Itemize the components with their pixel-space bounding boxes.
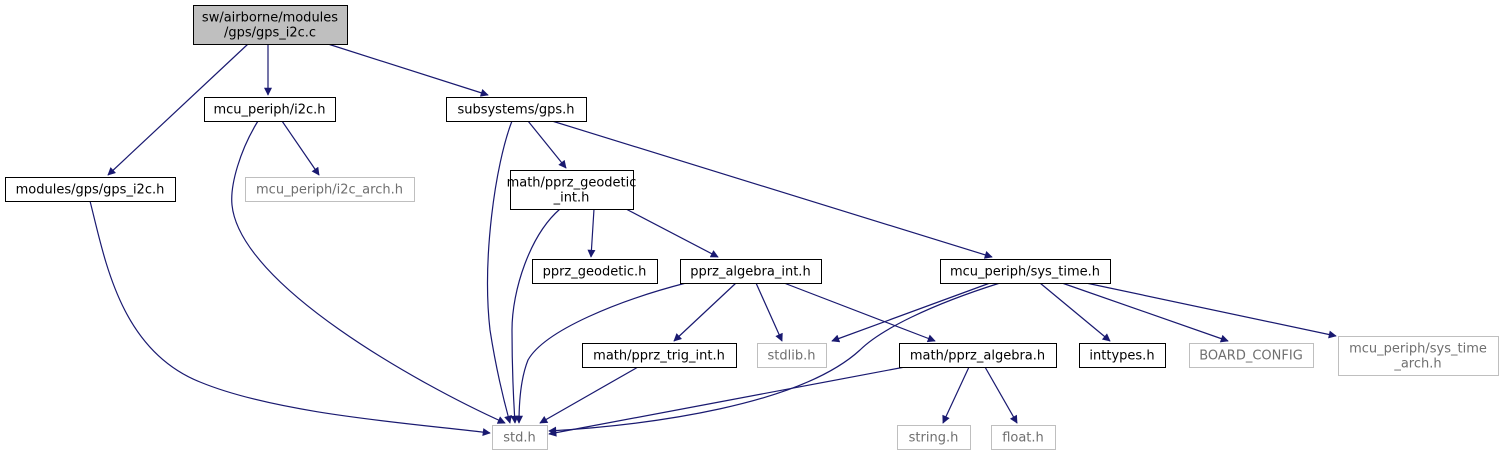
node-mod_gps_i2c[interactable]: modules/gps/gps_i2c.h [5,177,176,202]
node-sys_time[interactable]: mcu_periph/sys_time.h [940,259,1111,284]
node-box [204,97,336,122]
edge-algebra-to-float [984,366,1018,424]
node-stdlib: stdlib.h [757,343,827,368]
edge-subsys_gps-to-sys_time [551,120,993,259]
node-box [680,259,822,284]
node-box [940,259,1111,284]
edge-mcu_i2c-to-i2c_arch [281,120,320,176]
node-box [193,5,348,45]
node-board_config: BOARD_CONFIG [1189,343,1314,368]
edge-root-to-subsys_gps [327,43,489,97]
node-label: _int.h [553,191,590,206]
node-label: string.h [909,431,959,446]
edge-sys_time-to-inttypes [1039,282,1111,342]
edge-sys_time-to-stdlib [831,282,991,343]
node-label: math/pprz_trig_int.h [593,349,725,364]
edge-subsys_gps-to-geodetic_int [527,120,567,169]
node-label: float.h [1002,431,1044,446]
edge-mcu_i2c-to-std [231,120,506,424]
node-box [899,343,1057,368]
node-std: std.h [492,425,548,450]
node-label: pprz_algebra_int.h [690,265,810,280]
node-box [897,425,971,450]
edge-geodetic_int-to-std [510,208,561,424]
node-label: pprz_geodetic.h [543,265,647,280]
node-label: sw/airborne/modules [202,11,338,26]
node-box [510,170,634,210]
node-algebra[interactable]: math/pprz_algebra.h [899,343,1057,368]
edge-algebra_int-to-algebra [783,282,936,343]
node-geodetic_int[interactable]: math/pprz_geodetic_int.h [507,170,637,210]
node-label: _arch.h [1393,357,1441,372]
node-label: std.h [503,431,536,446]
node-box [991,425,1056,450]
node-box [757,343,827,368]
edge-algebra_int-to-std [515,282,687,424]
node-box [446,97,587,122]
node-label: subsystems/gps.h [457,103,574,118]
node-label: mcu_periph/i2c_arch.h [256,183,403,198]
node-mcu_i2c[interactable]: mcu_periph/i2c.h [204,97,336,122]
node-sys_time_arch: mcu_periph/sys_time_arch.h [1338,336,1499,376]
edge-algebra_int-to-trig_int [673,282,737,342]
edge-algebra-to-std [548,366,906,437]
node-float: float.h [991,425,1056,450]
node-box [582,343,737,368]
node-box [1079,343,1166,368]
node-label: mcu_periph/sys_time.h [950,265,1100,280]
node-string: string.h [897,425,971,450]
edge-sys_time-to-board_config [1061,282,1229,343]
node-box [245,177,415,202]
node-box [1338,336,1499,376]
node-label: inttypes.h [1089,349,1154,364]
node-label: /gps/gps_i2c.c [224,26,316,41]
node-algebra_int[interactable]: pprz_algebra_int.h [680,259,822,284]
node-label: math/pprz_algebra.h [910,349,1045,364]
edge-algebra_int-to-stdlib [755,282,783,342]
edge-geodetic_int-to-algebra_int [625,208,719,258]
node-subsys_gps[interactable]: subsystems/gps.h [446,97,587,122]
node-label: mcu_periph/i2c.h [213,103,325,118]
edge-trig_int-to-std [539,366,639,424]
node-root[interactable]: sw/airborne/modules/gps/gps_i2c.c [193,5,348,45]
node-pprz_geodetic[interactable]: pprz_geodetic.h [532,259,658,284]
edge-mod_gps_i2c-to-std [89,200,491,437]
edge-subsys_gps-to-std [486,120,513,424]
node-box [1189,343,1314,368]
node-inttypes[interactable]: inttypes.h [1079,343,1166,368]
node-box [532,259,658,284]
edge-geodetic_int-to-pprz_geodetic [587,208,596,258]
node-label: modules/gps/gps_i2c.h [16,183,165,198]
edge-algebra-to-string [942,366,970,424]
node-trig_int[interactable]: math/pprz_trig_int.h [582,343,737,368]
node-label: mcu_periph/sys_time [1349,342,1487,357]
nodes-layer: sw/airborne/modules/gps/gps_i2c.c mcu_per… [5,5,1499,450]
node-label: stdlib.h [768,349,816,364]
node-label: BOARD_CONFIG [1199,349,1303,364]
node-label: math/pprz_geodetic [507,176,637,191]
node-i2c_arch: mcu_periph/i2c_arch.h [245,177,415,202]
node-box [5,177,176,202]
node-box [492,425,548,450]
edges-layer [89,43,1337,437]
edge-root-to-mod_gps_i2c [107,43,249,176]
edge-sys_time-to-sys_time_arch [1085,282,1337,339]
edge-sys_time-to-std [548,282,1001,435]
